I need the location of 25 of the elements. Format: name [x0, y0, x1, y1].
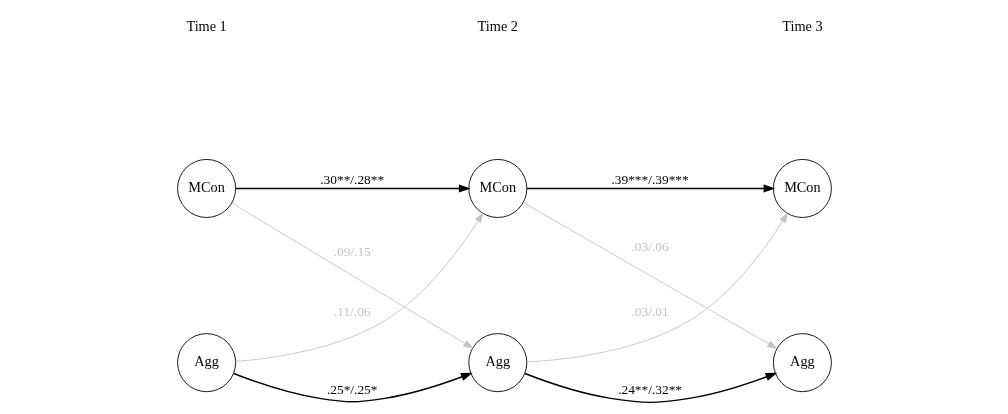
arrow — [230, 202, 473, 349]
label: Time 2 — [477, 18, 518, 35]
node-circle: Agg — [176, 333, 236, 393]
edge-label: .11/.06 — [333, 304, 371, 320]
edge-label: .03/.01 — [631, 304, 669, 320]
arrow — [234, 184, 471, 193]
edge-label: .09/.15 — [333, 244, 371, 260]
arrow — [523, 372, 777, 404]
edge-label: .30**/.28** — [319, 171, 384, 187]
node-circle: Agg — [772, 333, 832, 393]
arrow — [232, 372, 473, 403]
arrow — [525, 184, 775, 193]
arrow — [522, 202, 777, 349]
node-circle: MCon — [467, 159, 527, 218]
arrow — [526, 213, 788, 363]
label: Time 3 — [781, 18, 823, 35]
node-circle: MCon — [176, 159, 236, 218]
arrow — [234, 212, 483, 362]
edge-label: .25*/.25* — [326, 381, 377, 397]
node-circle: Agg — [467, 333, 527, 393]
edge-label: .03/.06 — [631, 238, 669, 254]
edge-label: .39***/.39*** — [610, 171, 689, 187]
edge-label: .24**/.32** — [617, 381, 682, 397]
node-circle: MCon — [772, 159, 832, 218]
label: Time 1 — [185, 18, 227, 35]
